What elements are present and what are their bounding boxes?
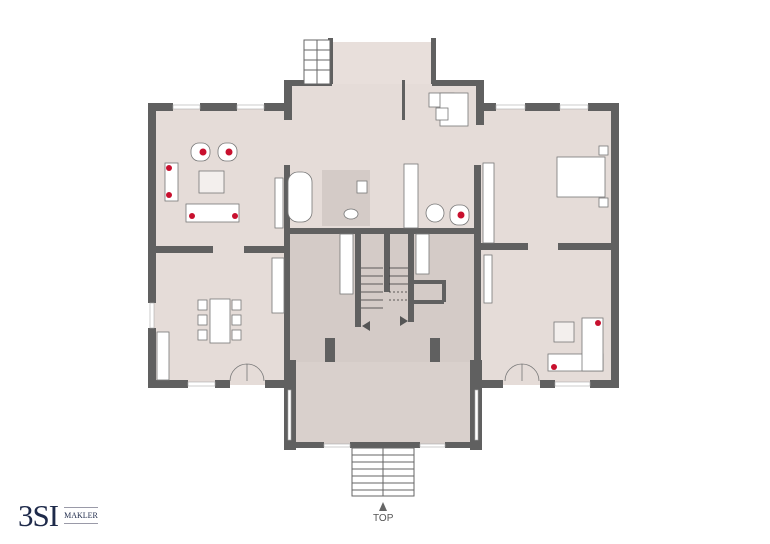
back-stair bbox=[303, 39, 331, 85]
nightstand bbox=[598, 145, 609, 156]
logo-main-text: 3SI bbox=[18, 498, 59, 533]
sink bbox=[356, 180, 368, 194]
closet bbox=[271, 257, 285, 314]
nightstand bbox=[598, 197, 609, 208]
round-table bbox=[425, 203, 445, 223]
coffee-table bbox=[198, 170, 225, 194]
windows bbox=[149, 104, 591, 448]
coffee-table bbox=[553, 321, 575, 343]
sofa bbox=[185, 203, 240, 223]
kitchen-counter bbox=[415, 233, 430, 275]
front-stair bbox=[351, 447, 415, 497]
closet bbox=[403, 163, 419, 229]
logo-sub-text: MAKLER bbox=[64, 507, 98, 524]
wardrobe bbox=[483, 254, 493, 304]
office-chair bbox=[435, 107, 449, 121]
toilet bbox=[343, 208, 359, 220]
orientation-label: TOP bbox=[373, 513, 394, 524]
internal-stairs bbox=[361, 267, 408, 309]
wardrobe bbox=[274, 177, 284, 229]
sofa bbox=[164, 162, 179, 202]
kitchen-counter bbox=[339, 233, 354, 295]
company-logo: 3SI MAKLER bbox=[18, 500, 98, 531]
dining-table bbox=[209, 298, 231, 344]
door bbox=[229, 363, 265, 382]
top-arrow-icon bbox=[379, 502, 387, 511]
bathtub bbox=[287, 171, 313, 223]
arrow-left-icon bbox=[362, 321, 370, 331]
cushions bbox=[166, 148, 601, 370]
door bbox=[504, 363, 540, 382]
arrow-right-icon bbox=[400, 316, 408, 326]
walls bbox=[148, 38, 619, 450]
furniture bbox=[156, 92, 609, 382]
closet bbox=[156, 331, 170, 381]
bed bbox=[556, 156, 606, 198]
wardrobe bbox=[482, 162, 495, 244]
